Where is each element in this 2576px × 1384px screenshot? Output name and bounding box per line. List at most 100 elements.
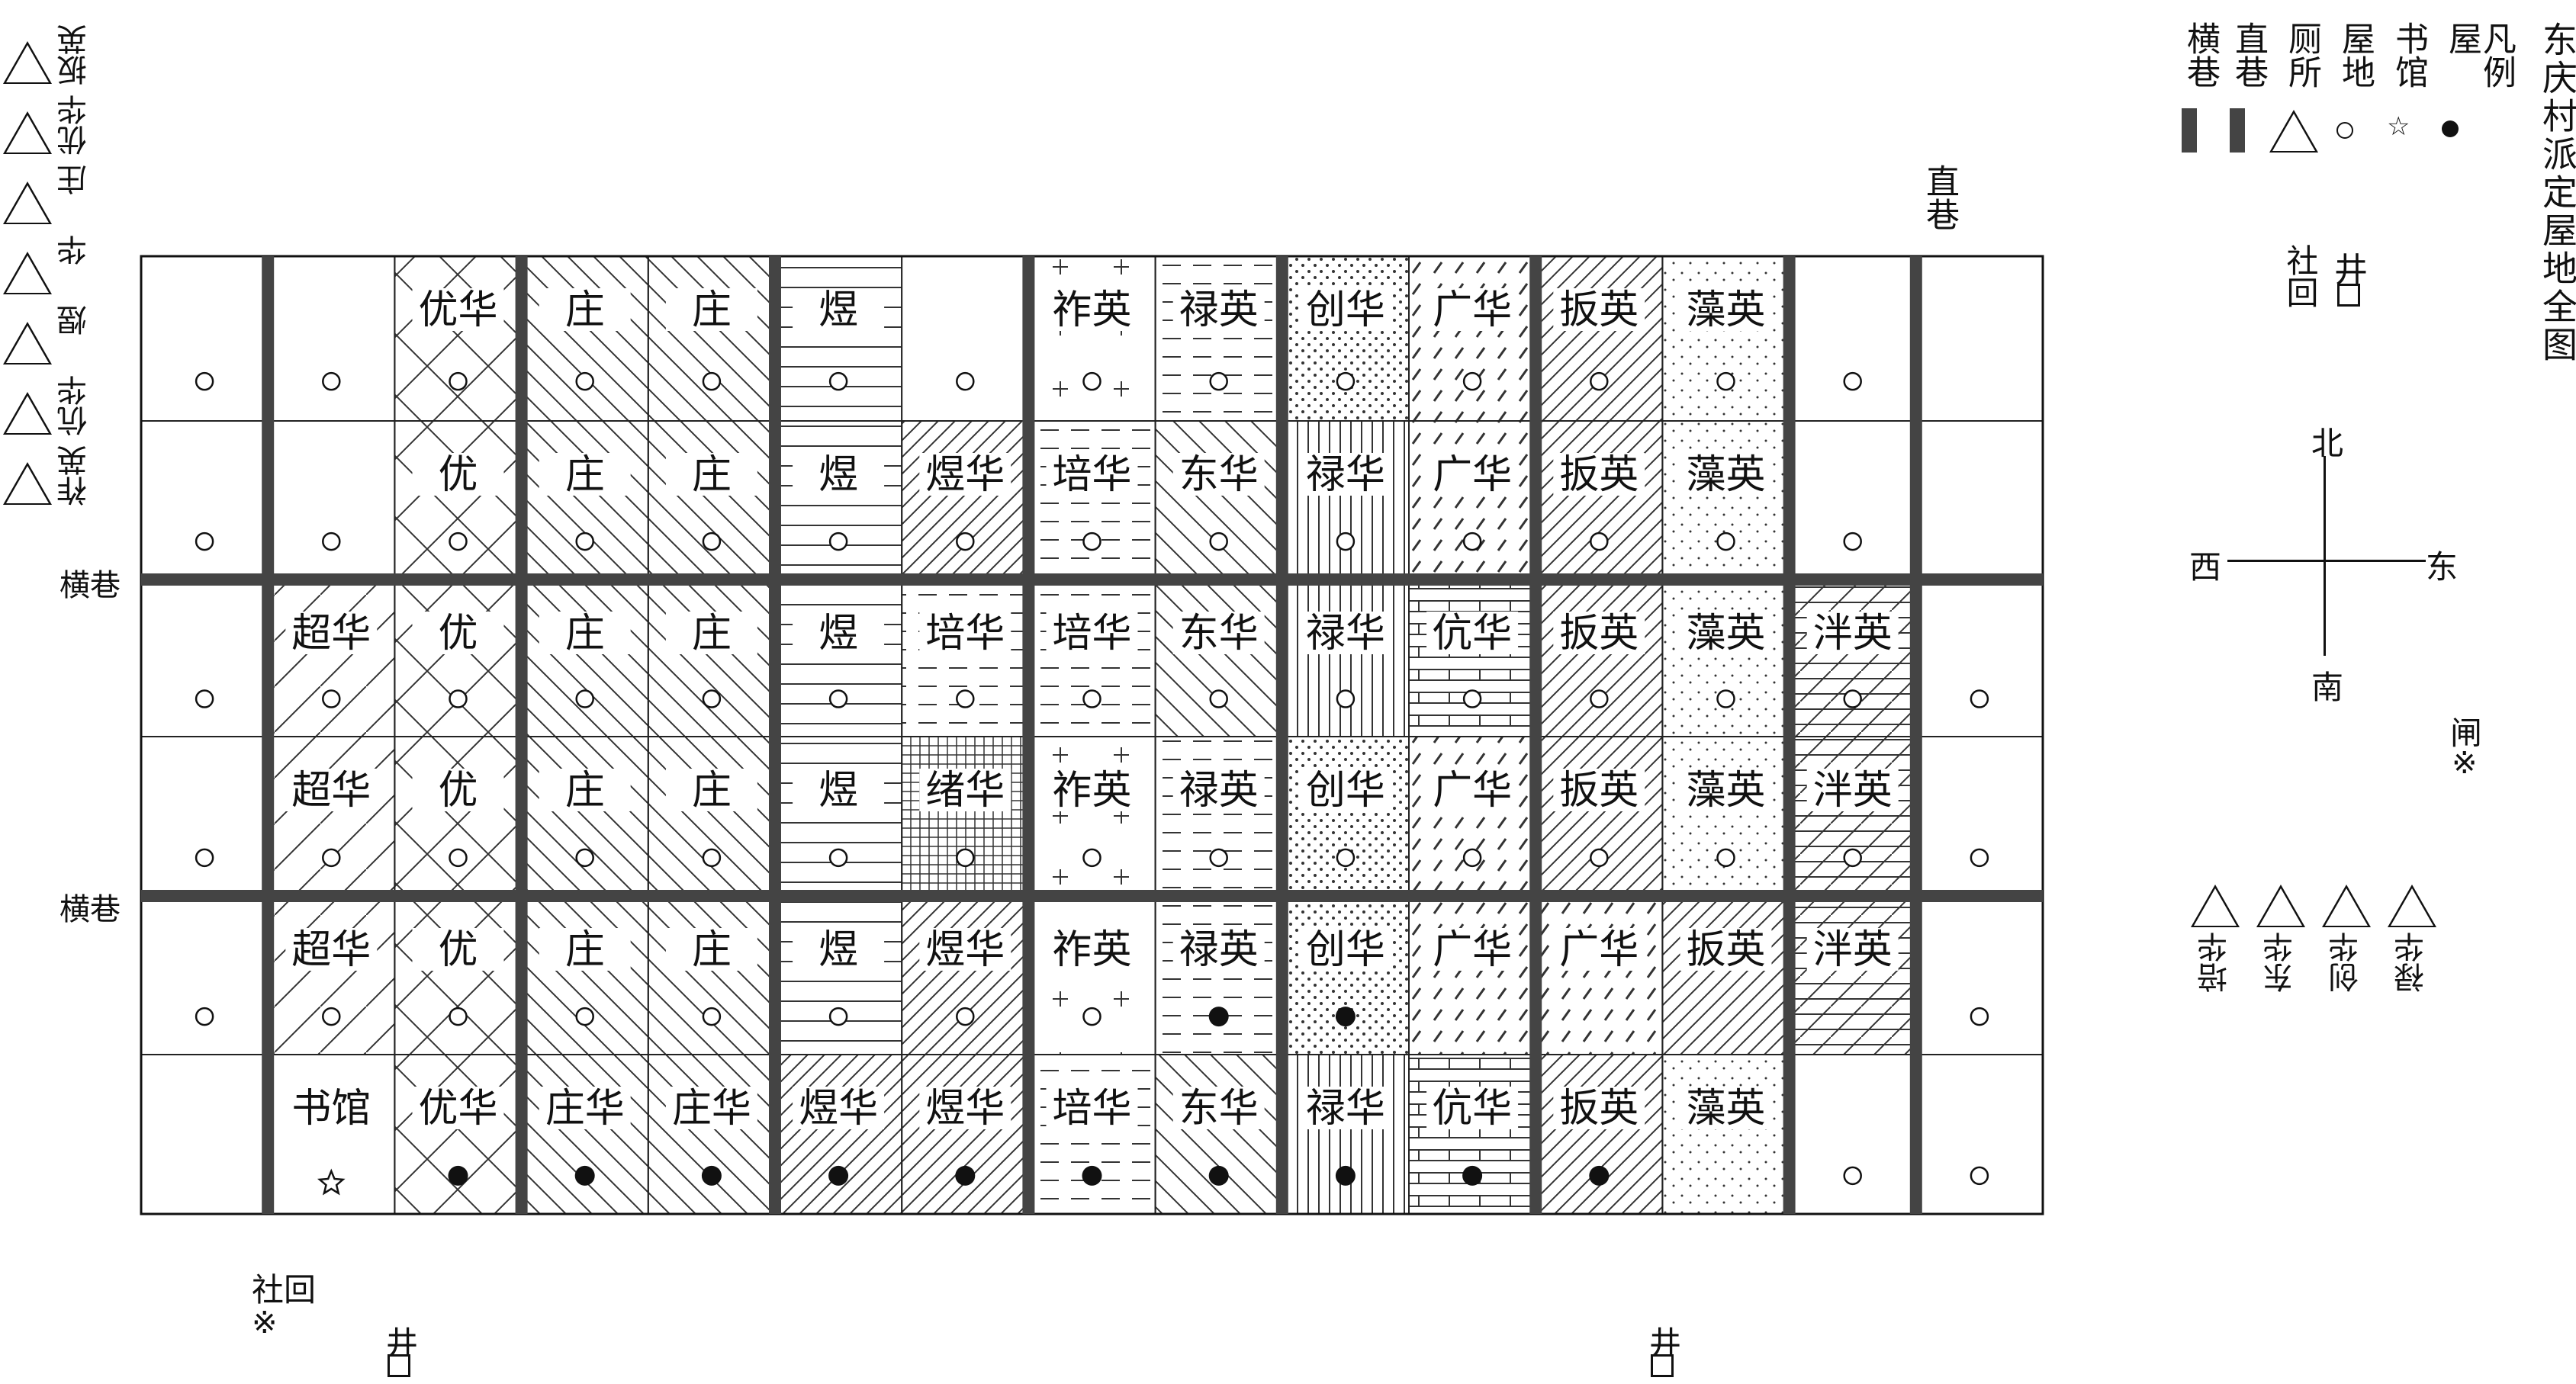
shrine-top-label: 社回 [2282,244,2319,308]
plot-label-bg [539,928,631,971]
house-icon [1208,1165,1229,1186]
toilet-icon [3,181,52,224]
plot-cell [1915,736,2044,897]
plot-owner-label: 煜 [818,287,858,333]
compass-west: 西 [2189,548,2222,586]
plot-label-bg [1172,288,1265,331]
compass-north: 北 [2311,425,2344,462]
house-lot-icon [1082,1007,1101,1026]
plot-cell [1154,420,1283,580]
plot-owner-label: 煜 [818,611,858,657]
plot-label-bg [539,453,631,496]
plot-label-bg [1299,928,1391,971]
plot-label-bg [539,288,631,331]
well-top-icon [2337,284,2360,307]
plot-label-bg [1806,769,1899,811]
plot-owner-label: 广华 [1433,927,1512,973]
plot-label-bg [1553,612,1645,654]
plot-owner-label: 泮英 [1813,927,1893,973]
plot-cell [1281,736,1410,897]
plot-label-bg [1046,453,1138,496]
plot-cell [1154,736,1283,897]
house-icon [448,1165,468,1186]
plot-cell [774,895,903,1055]
plot-owner-label: 优 [438,768,478,814]
plot-owner-label: 扳英 [1559,287,1639,333]
thick-bar-icon [2182,108,2197,153]
house-lot-icon [449,531,468,551]
plot-owner-label: 藻英 [1686,1086,1765,1132]
house-lot-icon [449,689,468,708]
plot-label-bg [1553,288,1645,331]
plot-owner-label: 煜华 [925,452,1005,498]
plot-label-bg [793,288,885,331]
plot-owner-label: 创华 [1306,927,1385,973]
house-icon [1462,1165,1483,1186]
house-icon [1082,1165,1102,1186]
plot-cell [1281,1054,1410,1215]
vertical-lane [515,256,528,1214]
plot-cell [520,736,649,897]
plot-label-bg [1046,1087,1138,1129]
plot-label-bg [793,769,885,811]
plot-cell [1408,1054,1537,1215]
legend-item-label: 屋地 [2336,21,2375,88]
house-lot-icon [575,689,594,708]
plot-owner-label: 东华 [1179,1086,1259,1132]
plot-label-bg [793,453,885,496]
house-icon [1335,1007,1356,1027]
plot-owner-label: 培华 [1052,452,1131,498]
house-lot-icon [1209,371,1228,391]
plot-owner-label: 伉华 [1433,611,1512,657]
plot-cell [1661,255,1790,422]
plot-owner-label: 祚英 [1052,927,1131,973]
plot-cell [901,1054,1030,1215]
legend-heading: 凡例 [2477,21,2516,88]
plot-cell [1028,420,1156,580]
house-lot-icon [1970,848,1989,868]
house-lot-icon [828,689,848,708]
legend-item-label: 横巷 [2181,21,2220,88]
plot-label-bg [1172,612,1265,654]
plot-owner-label: 书馆 [291,1086,371,1132]
plot-cell [1028,736,1156,897]
plot-cell [1154,255,1283,422]
toilet-icon [3,41,52,84]
plot-owner-label: 藻英 [1686,287,1765,333]
house-lot-icon [1843,1166,1862,1186]
plot-cell [1281,255,1410,422]
legend-item-label: 直巷 [2229,21,2268,88]
house-lot-icon [1336,689,1356,708]
plot-owner-label: 煜 [818,927,858,973]
plot-label-bg [412,1087,504,1129]
plot-label-bg [793,1087,885,1129]
compass-ew-line [2227,560,2426,562]
house-lot-icon [956,848,975,868]
compass-east: 东 [2426,548,2459,586]
plot-cell [267,420,396,580]
plot-cell [1661,1054,1790,1215]
plot-label-bg [1426,288,1519,331]
plot-owner-label: 伉华 [1433,1086,1512,1132]
compass-ns-line [2324,456,2326,656]
plot-cell [520,255,649,422]
plot-label-bg [665,288,757,331]
plot-owner-label: 禄英 [1179,927,1259,973]
house-lot-icon [828,1007,848,1026]
plot-label-bg [412,769,504,811]
plot-owner-label: 庄 [692,768,732,814]
plot-label-bg [1172,453,1265,496]
plot-cell [901,895,1030,1055]
house-lot-icon [449,1007,468,1026]
house-lot-icon [1590,371,1609,391]
house-lot-icon [1082,848,1101,868]
plot-owner-label: 禄英 [1179,768,1259,814]
house-lot-icon [575,371,594,391]
grid-border [140,255,2044,1215]
house-lot-icon [828,848,848,868]
plot-cell [1535,1054,1664,1215]
plot-owner-label: 庄 [692,287,732,333]
plot-cell [647,255,776,422]
plot-label-bg [1426,453,1519,496]
plot-label-bg [1426,1087,1519,1129]
